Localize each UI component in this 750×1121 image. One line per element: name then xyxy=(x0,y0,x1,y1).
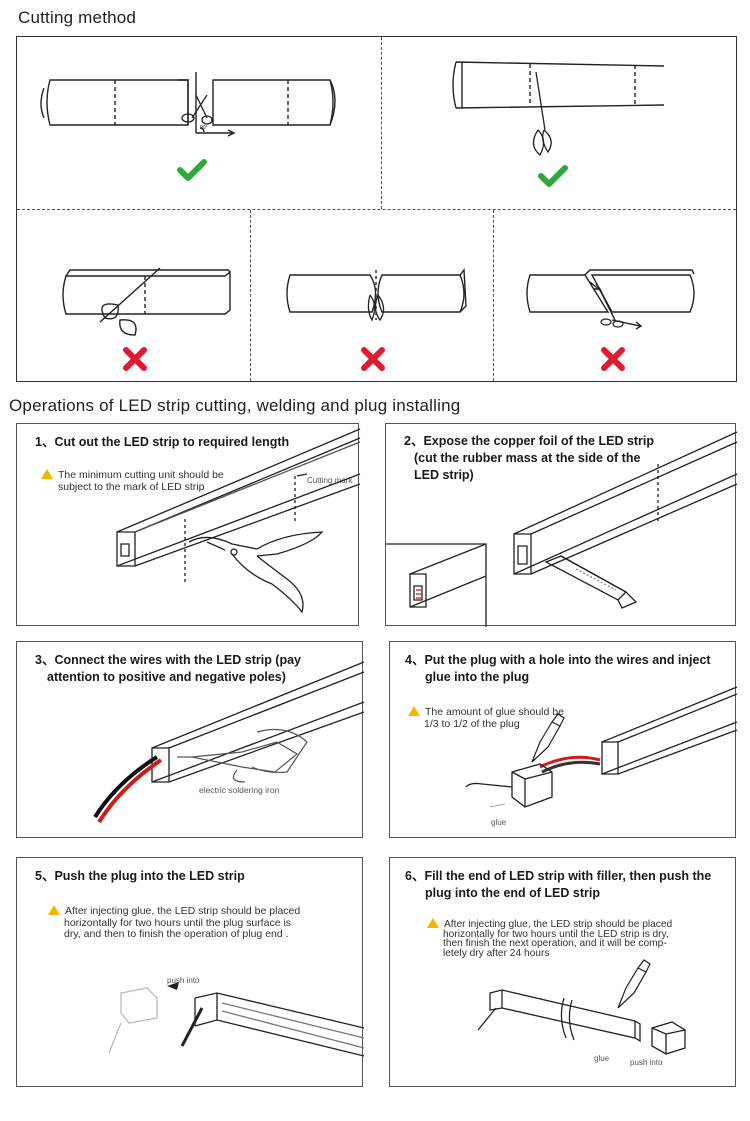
warning-icon xyxy=(48,905,60,915)
glue-label: glue xyxy=(491,818,507,827)
check-icon xyxy=(538,165,568,187)
glue-tube-icon xyxy=(617,959,651,1009)
warning-icon xyxy=(427,918,439,928)
glue-tube-icon xyxy=(531,713,565,763)
svg-text:90°: 90° xyxy=(200,125,208,131)
grid-divider xyxy=(493,210,494,381)
soldering-iron-label: electric soldering iron xyxy=(199,785,280,795)
check-icon xyxy=(177,159,207,181)
grid-divider xyxy=(17,209,736,210)
step-panel-6: 6、Fill the end of LED strip with filler,… xyxy=(389,857,736,1087)
step-6-note: After injecting glue, the LED strip shou… xyxy=(427,918,672,958)
cross-icon xyxy=(123,347,147,371)
step-1-illustration xyxy=(116,428,361,614)
cut-diagram-correct-1: 90° xyxy=(40,72,336,137)
step-2-title: 2、Expose the copper foil of the LED stri… xyxy=(404,434,655,482)
scissors-icon xyxy=(367,294,385,322)
cut-diagram-wrong-2 xyxy=(286,268,467,322)
push-into-label: push into xyxy=(630,1058,663,1067)
cross-icon xyxy=(601,347,625,371)
step-1-title: 1、Cut out the LED strip to required leng… xyxy=(35,435,290,449)
step-6-illustration xyxy=(477,959,686,1055)
step-panel-3: 3、Connect the wires with the LED strip (… xyxy=(16,641,365,838)
step-panel-1: 1、Cut out the LED strip to required leng… xyxy=(16,423,361,626)
step-6-title: 6、Fill the end of LED strip with filler,… xyxy=(405,869,712,900)
grid-divider xyxy=(250,210,251,381)
step-4-illustration xyxy=(465,686,738,808)
grid-divider xyxy=(381,37,382,209)
step-panel-4: 4、Put the plug with a hole into the wire… xyxy=(389,641,738,838)
cut-diagram-wrong-1 xyxy=(62,267,231,336)
section-title-cutting-method: Cutting method xyxy=(18,8,137,27)
section-title-operations: Operations of LED strip cutting, welding… xyxy=(9,396,461,415)
step-panel-5: 5、Push the plug into the LED strip After… xyxy=(16,857,365,1087)
utility-knife-icon xyxy=(544,555,638,609)
soldering-iron-icon xyxy=(177,729,308,783)
push-into-label: push into xyxy=(167,976,200,985)
scissors-icon xyxy=(181,94,213,125)
cross-icon xyxy=(361,347,385,371)
cut-diagram-wrong-3 xyxy=(526,269,695,330)
warning-icon xyxy=(41,469,53,479)
cut-diagram-correct-2 xyxy=(452,61,665,157)
step-2-illustration xyxy=(386,431,738,627)
cutting-method-grid xyxy=(16,36,737,382)
scissors-icon xyxy=(188,531,324,614)
step-panel-2: 2、Expose the copper foil of the LED stri… xyxy=(385,423,738,627)
step-3-title: 3、Connect the wires with the LED strip (… xyxy=(35,653,302,684)
step-4-title: 4、Put the plug with a hole into the wire… xyxy=(405,653,711,684)
step-4-note: The amount of glue should be 1/3 to 1/2 … xyxy=(408,706,564,730)
scissors-icon xyxy=(532,71,552,157)
warning-icon xyxy=(408,706,420,716)
scissors-icon xyxy=(600,318,624,328)
step-3-illustration xyxy=(93,661,365,824)
step-1-note: The minimum cutting unit should be subje… xyxy=(41,469,224,493)
step-5-title: 5、Push the plug into the LED strip xyxy=(35,869,245,883)
glue-label: glue xyxy=(594,1054,610,1063)
step-5-note: After injecting glue, the LED strip shou… xyxy=(48,905,300,941)
plug-icon xyxy=(651,1021,686,1055)
cutting-mark-label: Cutting mark xyxy=(307,476,353,485)
step-5-illustration xyxy=(108,982,365,1057)
plug-icon xyxy=(465,763,553,808)
